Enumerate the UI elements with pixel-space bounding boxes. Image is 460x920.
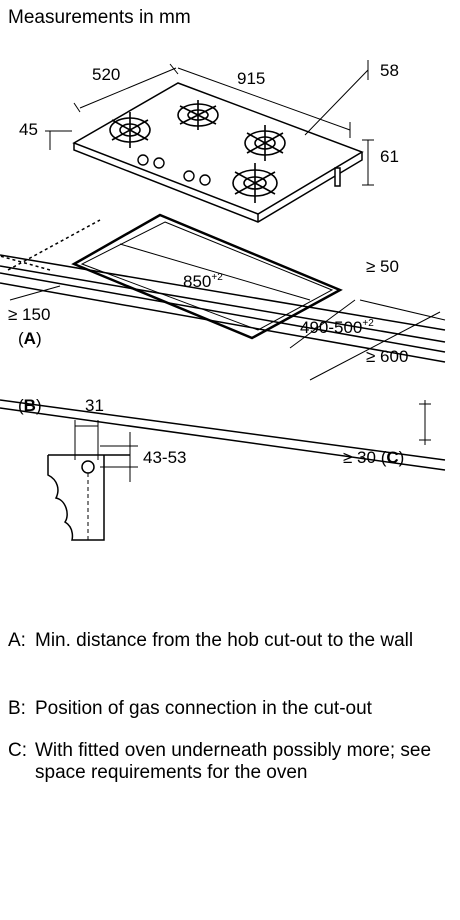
- hob-dimension-lines: [45, 60, 374, 186]
- burner-back-left: [109, 112, 151, 148]
- cutout: [71, 213, 343, 340]
- legend-text-b: Position of gas connection in the cut-ou…: [35, 698, 372, 719]
- legend-text-a: Min. distance from the hob cut-out to th…: [35, 630, 414, 651]
- legend-key-c: C:: [8, 740, 27, 761]
- gas-connection-detail: [47, 420, 138, 541]
- legend-key-b: B:: [8, 698, 26, 719]
- dim-min-wall: ≥ 150: [8, 305, 50, 324]
- control-knobs: [137, 154, 211, 186]
- worktop-dimension-lines: [0, 243, 446, 471]
- dim-cutout-depth: 490-500+2: [300, 318, 374, 337]
- dim-min-depth: ≥ 600: [366, 347, 408, 366]
- dim-gas-height: 43-53: [143, 448, 186, 467]
- worktop: [0, 219, 446, 363]
- dim-61: 61: [380, 147, 399, 166]
- burner-front-left: [244, 125, 286, 161]
- dim-min-below: ≥ 30 (C): [343, 448, 404, 467]
- dim-hob-height: 45: [19, 120, 38, 139]
- burner-back-right: [177, 100, 219, 130]
- hob: [72, 82, 364, 223]
- dim-58: 58: [380, 61, 399, 80]
- marker-a: (A): [18, 329, 42, 348]
- legend-text-c: With fitted oven underneath possibly mor…: [35, 740, 432, 783]
- legend-key-a: A:: [8, 630, 26, 651]
- dim-cutout-width: 850+2: [183, 272, 223, 291]
- dim-min-back: ≥ 50: [366, 257, 399, 276]
- diagram-title: Measurements in mm: [8, 7, 191, 28]
- dim-hob-width: 915: [237, 69, 265, 88]
- burner-front-right: [232, 163, 278, 203]
- marker-b: (B): [18, 396, 42, 415]
- dim-hob-depth: 520: [92, 65, 120, 84]
- installation-diagram: Measurements in mm 520 915 45 58 61: [0, 7, 446, 541]
- dim-gas-offset: 31: [85, 396, 104, 415]
